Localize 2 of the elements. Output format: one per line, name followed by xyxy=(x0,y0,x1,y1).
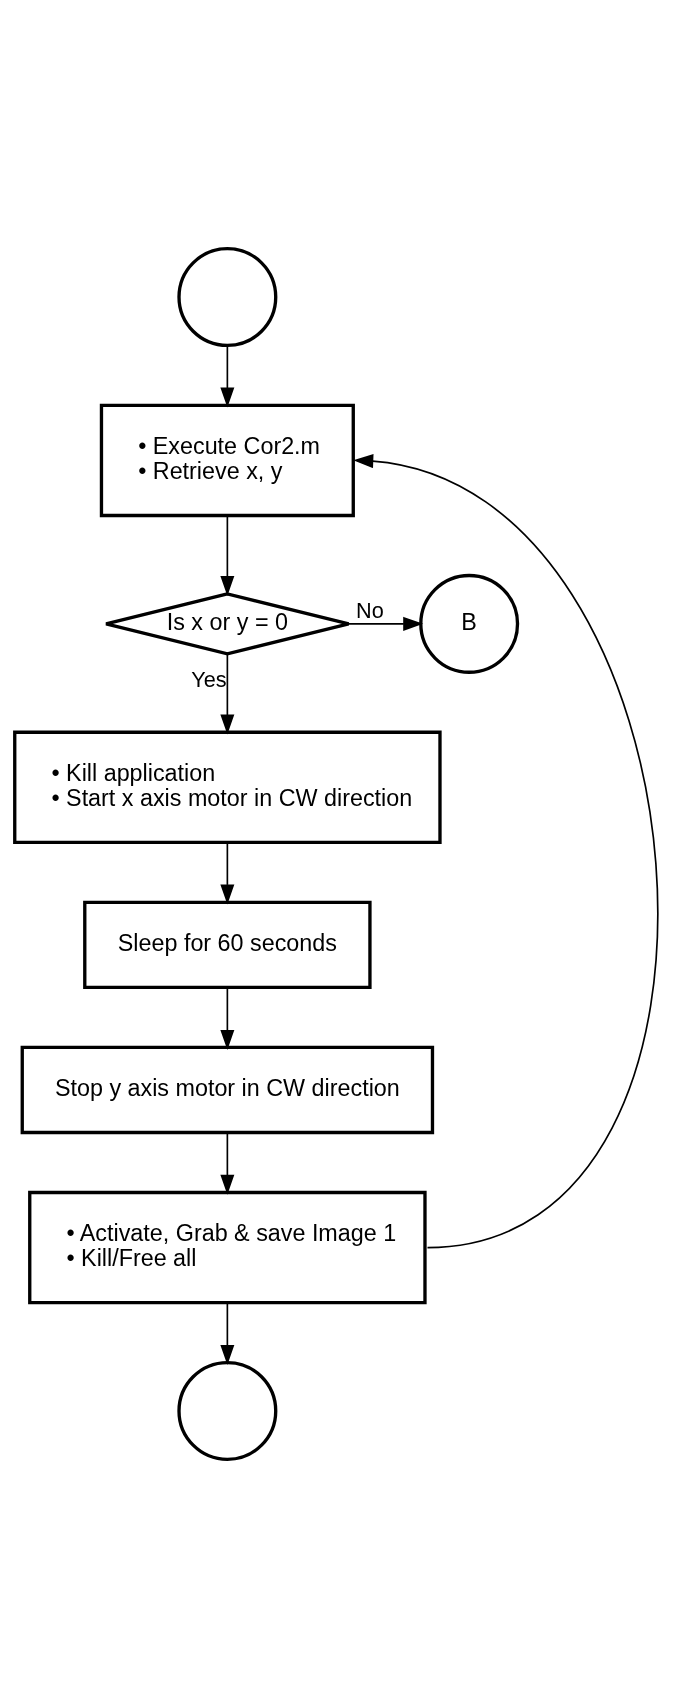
edge-label: Yes xyxy=(191,666,227,692)
edge-label: No xyxy=(356,597,384,623)
